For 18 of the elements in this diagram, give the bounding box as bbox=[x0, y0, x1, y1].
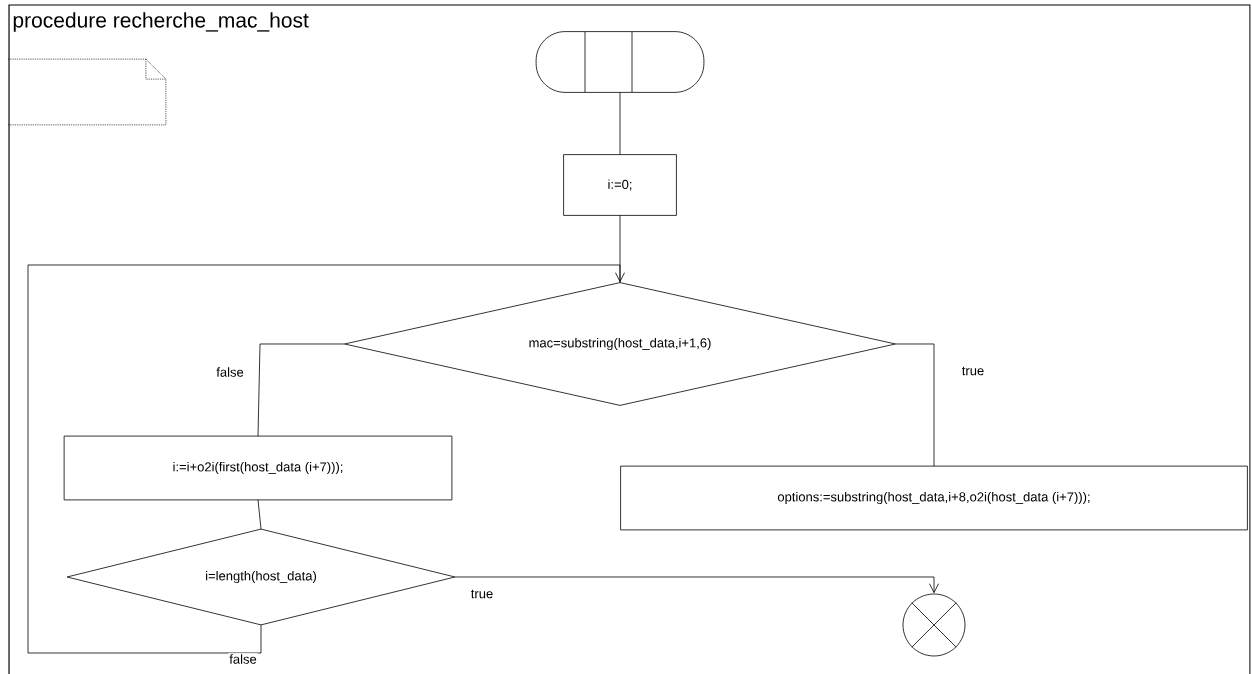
return-symbol bbox=[902, 593, 966, 657]
arrow bbox=[27, 264, 625, 654]
connector-line bbox=[895, 343, 935, 467]
connector-line bbox=[619, 92, 621, 155]
edge-label: true bbox=[469, 588, 495, 600]
edge-label: false bbox=[228, 653, 258, 665]
arrow bbox=[454, 576, 939, 594]
text-symbol bbox=[7, 58, 167, 126]
task-box: i:=0; bbox=[563, 154, 677, 216]
edge-label: true bbox=[960, 365, 986, 377]
connector-line bbox=[257, 499, 262, 530]
connector-line bbox=[619, 215, 621, 283]
procedure-start-symbol bbox=[535, 31, 705, 93]
edge-label: false bbox=[215, 366, 245, 378]
title: procedure recherche_mac_host bbox=[13, 12, 309, 32]
task-box: i:=i+o2i(first(host_data (i+7))); bbox=[63, 435, 453, 501]
connector-line bbox=[257, 343, 345, 437]
task-box: options:=substring(host_data,i+8,o2i(host_data (i+7))); bbox=[620, 465, 1248, 531]
